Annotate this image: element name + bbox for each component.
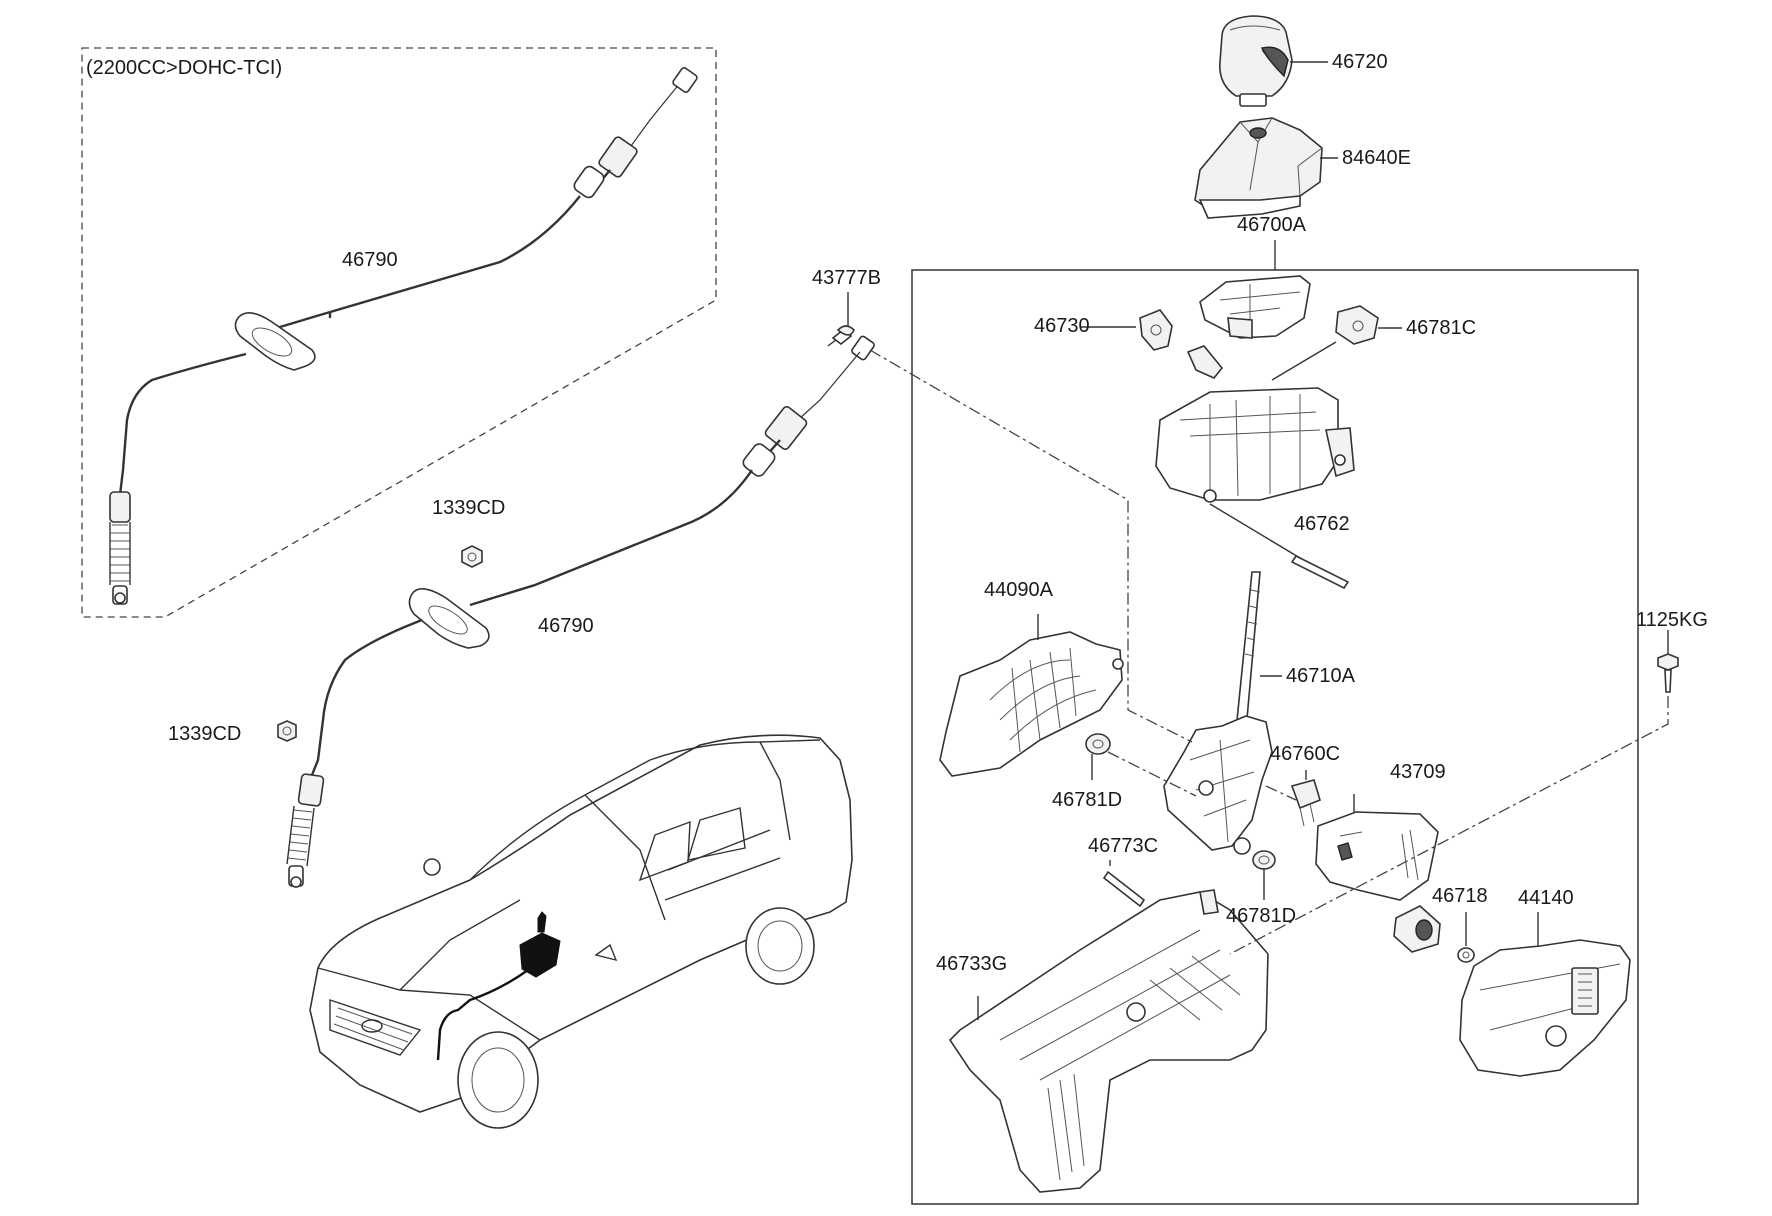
callout-1339cd-upper: 1339CD <box>432 497 506 519</box>
nut-1339cd-upper <box>461 545 483 568</box>
callout-43777b: 43777B <box>812 267 881 289</box>
upper-shift-cable <box>109 67 698 605</box>
bolt-1125kg <box>1657 630 1679 693</box>
pin-46773c <box>1102 860 1146 908</box>
callout-46720: 46720 <box>1332 51 1388 73</box>
callout-46781c: 46781C <box>1406 317 1477 339</box>
leader-spring-to-sensor <box>1265 785 1297 801</box>
callout-46773c: 46773C <box>1088 835 1159 857</box>
bushing-46781d-right <box>1252 850 1276 900</box>
nut-1339cd-lower <box>277 720 297 742</box>
bracket-46730 <box>1080 309 1224 379</box>
leader-bolt-to-base <box>1229 696 1669 955</box>
base-46733g <box>948 889 1269 1193</box>
module-44140 <box>1459 912 1631 1077</box>
shift-boot-84640e <box>1194 117 1323 219</box>
callout-46733g: 46733G <box>936 953 1008 975</box>
indicator-cover <box>1199 275 1311 339</box>
callout-46710a: 46710A <box>1286 665 1355 687</box>
leader-clip-to-lever <box>869 349 1193 743</box>
shift-lever-housing <box>1155 387 1355 503</box>
callout-1125kg: 1125KG <box>1636 609 1708 631</box>
callout-46781d-left: 46781D <box>1052 789 1123 811</box>
callout-46760c: 46760C <box>1270 743 1341 765</box>
callout-46762: 46762 <box>1294 513 1350 535</box>
callout-44090a: 44090A <box>984 579 1053 601</box>
sensor-43709 <box>1315 794 1439 901</box>
callout-46790-lower: 46790 <box>538 615 594 637</box>
leader-bushing-to-lever <box>1107 751 1197 797</box>
callout-84640e: 84640E <box>1342 147 1411 169</box>
lower-shift-cable <box>286 328 875 888</box>
shift-knob-46720 <box>1219 15 1293 107</box>
callout-46718: 46718 <box>1432 885 1488 907</box>
callout-46781d-right: 46781D <box>1226 905 1297 927</box>
callout-1339cd-lower: 1339CD <box>168 723 242 745</box>
lever-46710a <box>1163 571 1282 855</box>
cover-44090a <box>939 631 1124 777</box>
callout-46700a: 46700A <box>1237 214 1306 236</box>
vehicle-illustration <box>309 734 853 1129</box>
spring-46760c <box>1290 770 1321 827</box>
pin-46762 <box>1209 503 1350 590</box>
callout-46730: 46730 <box>1034 315 1090 337</box>
clip-43777b <box>836 292 855 336</box>
bushing-46718 <box>1393 905 1475 963</box>
bushing-46781d-left <box>1085 733 1111 780</box>
bushing-46781c <box>1271 305 1402 381</box>
callout-44140: 44140 <box>1518 887 1574 909</box>
callout-46790-upper: 46790 <box>342 249 398 271</box>
variant-dashed-box <box>81 47 717 618</box>
variant-note-label: (2200CC>DOHC-TCI) <box>86 57 283 79</box>
callout-43709: 43709 <box>1390 761 1446 783</box>
